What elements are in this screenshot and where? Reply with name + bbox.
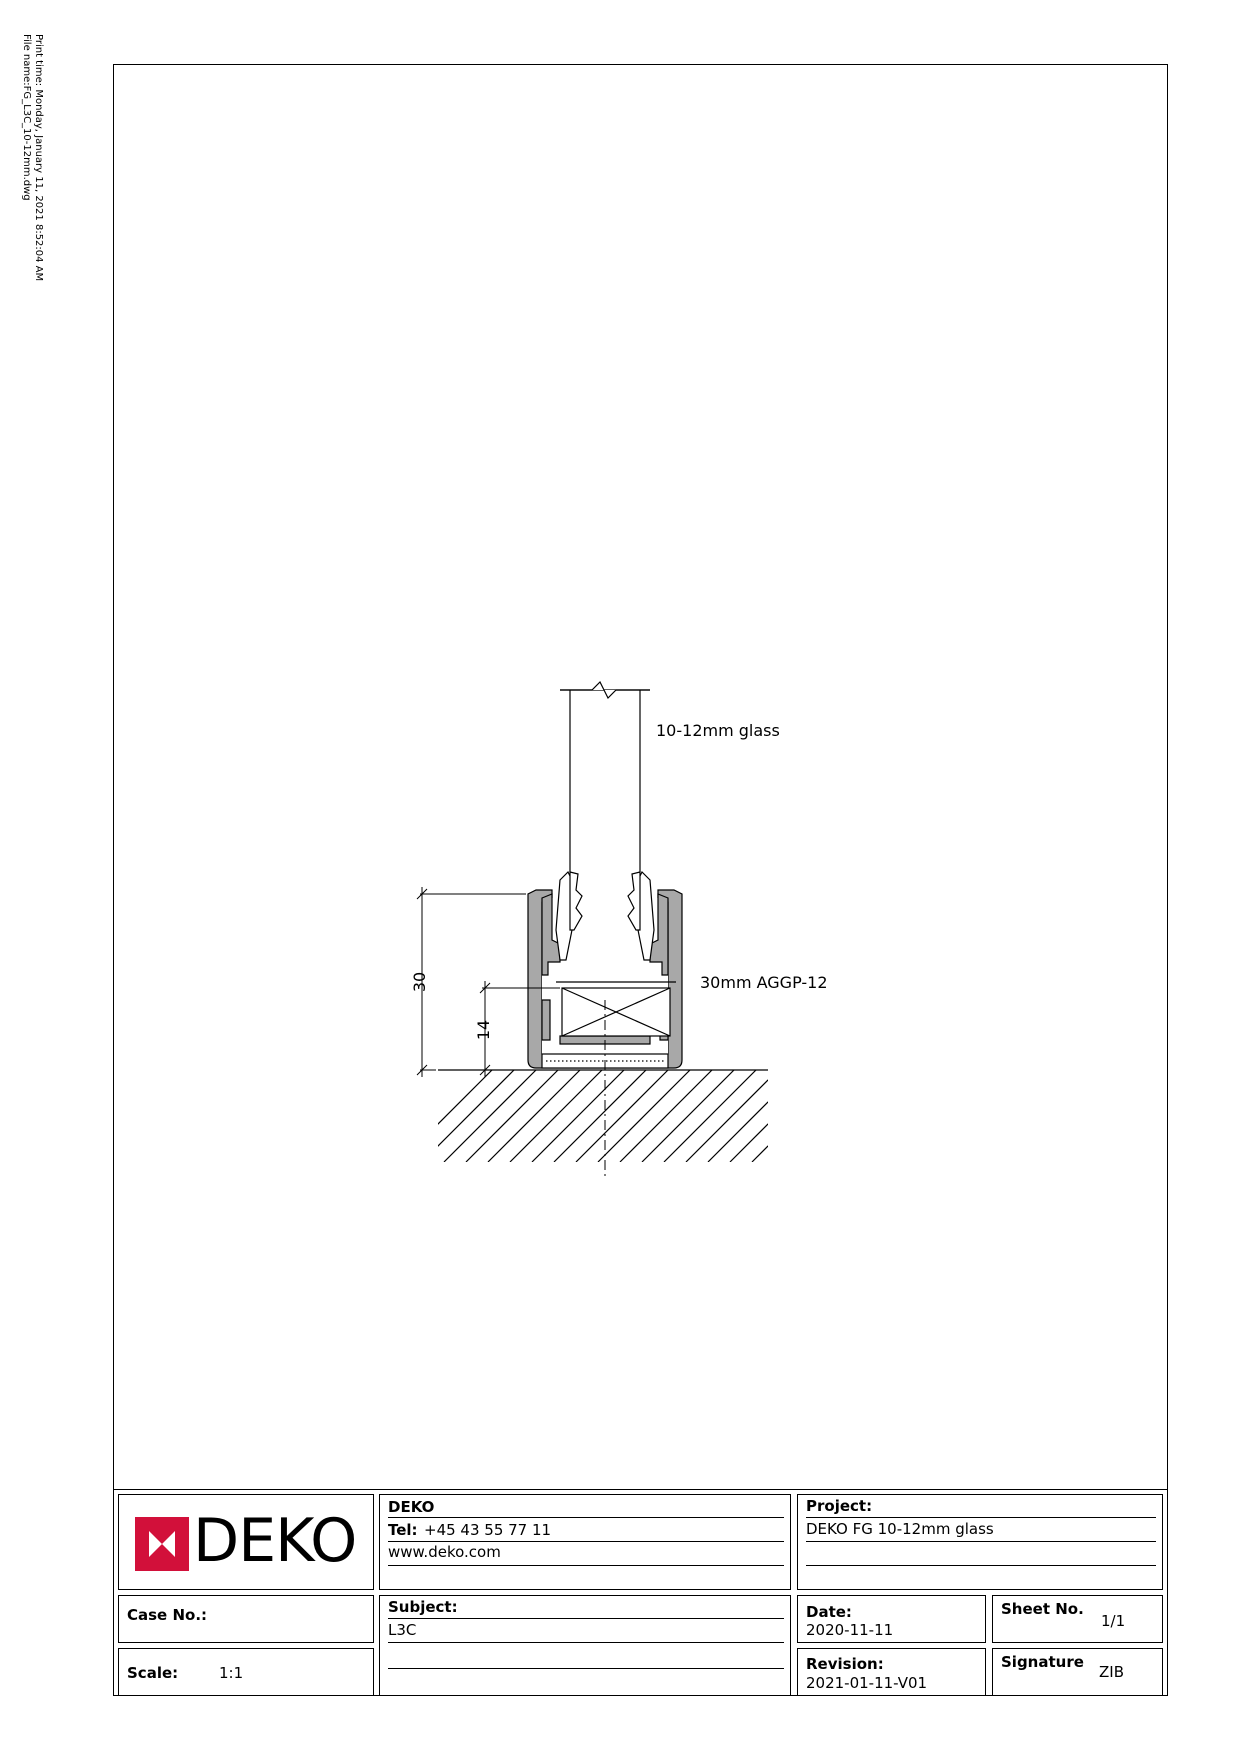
hatch-line [796,1070,888,1162]
hatch-line [707,1101,768,1162]
floor-hatch [438,1069,910,1162]
hatch-line [641,1070,735,1162]
dimension-30mm [416,887,526,1077]
hatch-line [818,1070,910,1162]
profile-label: 30mm AGGP-12 [700,973,828,992]
hatch-line [487,1070,581,1162]
hatch-line [465,1070,559,1162]
date-value: 2020-11-11 [806,1621,894,1639]
hatch-line [553,1070,647,1162]
hatch-line [597,1070,691,1162]
case-no-cell: Case No.: [118,1595,374,1643]
subject-value: L3C [388,1621,417,1639]
hatch-line [575,1070,669,1162]
date-label: Date: [806,1603,852,1621]
logo-wordmark: DEKO [193,1506,357,1576]
revision-value: 2021-01-11-V01 [806,1674,928,1692]
company-cell: DEKO Tel: +45 43 55 77 11 www.deko.com [379,1494,791,1590]
hatch-line [774,1070,866,1162]
date-cell: Date: 2020-11-11 [797,1595,986,1643]
tel-value: +45 43 55 77 11 [424,1521,552,1539]
scale-label: Scale: [127,1664,179,1682]
sheet-no-value: 1/1 [1101,1612,1126,1630]
sheet-no-cell: Sheet No. 1/1 [992,1595,1163,1643]
logo-cell: DEKO [118,1494,374,1590]
deko-logo-mark [135,1517,189,1571]
dimension-14mm [479,981,560,1077]
subject-cell: Subject: L3C [379,1595,791,1696]
scale-value: 1:1 [219,1664,244,1682]
glass-panel [560,680,650,990]
signature-value: ZIB [1099,1663,1124,1681]
sheet-no-label: Sheet No. [1001,1600,1084,1618]
revision-label: Revision: [806,1655,884,1673]
project-cell: Project: DEKO FG 10-12mm glass [797,1494,1163,1590]
hatch-line [438,1070,515,1147]
hatch-line [685,1079,768,1162]
dim-14-label: 14 [474,1020,493,1040]
hatch-line [531,1070,625,1162]
hatch-line [751,1145,768,1162]
hatch-line [619,1070,713,1162]
subject-label: Subject: [388,1598,458,1616]
case-no-label: Case No.: [127,1606,208,1624]
signature-cell: Signature ZIB [992,1648,1163,1696]
website: www.deko.com [388,1543,501,1561]
dim-30-label: 30 [410,972,429,992]
glass-gaskets [555,870,655,961]
company-name: DEKO [388,1498,435,1516]
glass-label: 10-12mm glass [656,721,780,740]
project-value: DEKO FG 10-12mm glass [806,1520,994,1538]
hatch-line [663,1070,757,1162]
revision-cell: Revision: 2021-01-11-V01 [797,1648,986,1696]
hatch-line [443,1070,537,1162]
drawing-frame [113,64,1168,1696]
project-label: Project: [806,1497,873,1515]
signature-label: Signature [1001,1653,1084,1671]
title-block-top [113,1489,1168,1490]
hatch-line [438,1070,493,1125]
hatch-line [509,1070,603,1162]
hatch-line [729,1123,768,1162]
scale-cell: Scale: 1:1 [118,1648,374,1696]
tel-label: Tel: [388,1521,418,1539]
setting-block [556,981,676,1037]
